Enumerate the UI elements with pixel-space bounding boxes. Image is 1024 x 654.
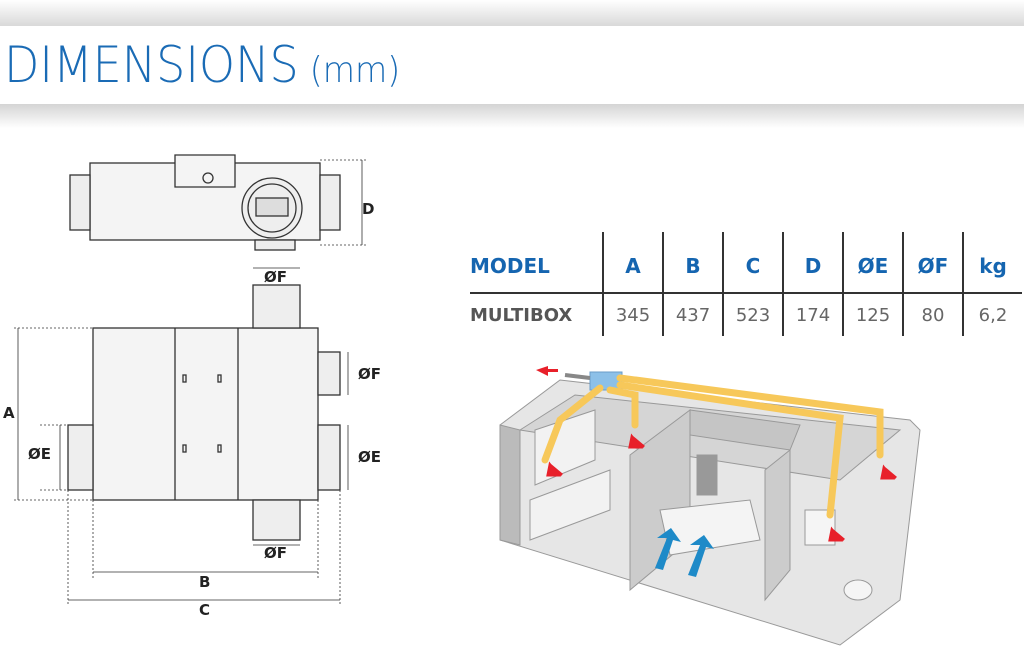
cell-c: 523: [722, 292, 783, 336]
col-b: B: [662, 232, 723, 293]
cell-b: 437: [662, 292, 723, 336]
col-f: ØF: [902, 232, 963, 293]
table-header-row: MODEL A B C D ØE ØF kg: [470, 232, 1022, 293]
cell-e: 125: [842, 292, 903, 336]
title-unit: (mm): [309, 50, 401, 91]
cell-d: 174: [782, 292, 843, 336]
col-d: D: [782, 232, 843, 293]
label-f-top: ØF: [264, 268, 287, 286]
header-band-bottom: [0, 104, 1024, 128]
front-view: [14, 267, 349, 605]
label-c: C: [199, 601, 211, 619]
cell-kg: 6,2: [962, 292, 1022, 336]
house-illustration: [499, 371, 921, 646]
cell-f: 80: [902, 292, 963, 336]
col-e: ØE: [842, 232, 903, 293]
dimensions-table: MODEL A B C D ØE ØF kg MULTIBOX 345 437 …: [470, 232, 1022, 336]
col-c: C: [722, 232, 783, 293]
col-kg: kg: [962, 232, 1022, 293]
col-model: MODEL: [470, 254, 550, 278]
label-a: A: [3, 404, 15, 422]
label-f-bottom: ØF: [264, 544, 287, 562]
label-e-left: ØE: [28, 445, 51, 463]
label-e-right: ØE: [358, 448, 381, 466]
title-text: DIMENSIONS: [4, 36, 299, 94]
label-b: B: [199, 573, 211, 591]
top-view: [69, 154, 368, 251]
cell-a: 345: [602, 292, 663, 336]
table-row: MULTIBOX 345 437 523 174 125 80 6,2: [470, 292, 1022, 336]
header-band-top: [0, 0, 1024, 26]
cell-model: MULTIBOX: [470, 292, 603, 336]
page-title: DIMENSIONS(mm): [4, 36, 400, 94]
arrows: [536, 366, 897, 577]
col-a: A: [602, 232, 663, 293]
label-f-right: ØF: [358, 365, 381, 383]
label-d: D: [362, 200, 375, 218]
